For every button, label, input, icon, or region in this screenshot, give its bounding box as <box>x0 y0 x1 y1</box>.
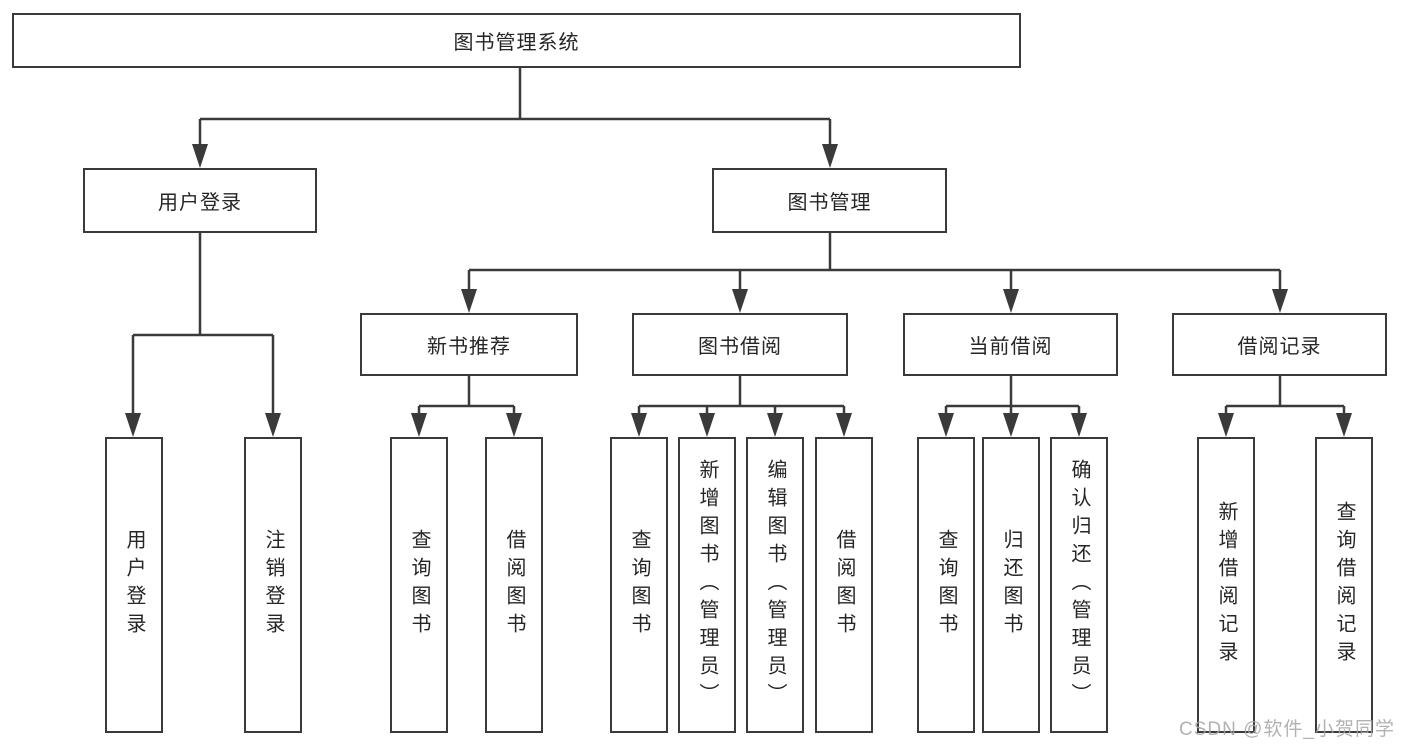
arrowhead <box>938 413 954 437</box>
connector-user-login-to-leaves <box>125 233 281 437</box>
node-book-management-label: 图书管理 <box>787 192 872 214</box>
node-borrowing-records-label: 借阅记录 <box>1237 336 1322 358</box>
leaf-borrowing-edit-books-admin-label: 编辑图书（管理员） <box>764 459 786 711</box>
csdn-watermark: CSDN @软件_小贺同学 <box>1179 719 1395 740</box>
arrowhead <box>767 413 783 437</box>
arrowhead <box>192 144 208 168</box>
arrowhead <box>699 413 715 437</box>
connector-records-to-leaves <box>1218 376 1352 437</box>
leaf-borrowing-query-books: 查询图书 <box>610 437 668 733</box>
connector-book-borrow-to-leaves <box>631 376 852 437</box>
leaf-borrowing-add-books-admin: 新增图书（管理员） <box>678 437 736 733</box>
arrowhead <box>836 413 852 437</box>
node-new-book-recommend-label: 新书推荐 <box>427 336 511 358</box>
node-user-login: 用户登录 <box>83 168 317 233</box>
arrowhead <box>1336 413 1352 437</box>
arrowhead <box>506 413 522 437</box>
arrowhead <box>461 289 477 313</box>
arrowhead <box>1272 289 1288 313</box>
node-new-book-recommend: 新书推荐 <box>360 313 578 376</box>
leaf-user-login-label: 用户登录 <box>123 529 145 641</box>
node-book-borrowing-label: 图书借阅 <box>698 336 782 358</box>
leaf-current-return-books-label: 归还图书 <box>1000 529 1022 641</box>
leaf-borrowing-borrow-books: 借阅图书 <box>815 437 873 733</box>
leaf-current-confirm-return-admin-label: 确认归还（管理员） <box>1068 459 1090 711</box>
node-root-system: 图书管理系统 <box>12 13 1021 68</box>
node-borrowing-records: 借阅记录 <box>1172 313 1387 376</box>
arrowhead <box>125 413 141 437</box>
leaf-current-confirm-return-admin: 确认归还（管理员） <box>1050 437 1108 733</box>
node-root-label: 图书管理系统 <box>453 32 580 54</box>
arrowhead <box>1071 413 1087 437</box>
leaf-borrowing-query-books-label: 查询图书 <box>628 529 650 641</box>
node-book-management: 图书管理 <box>712 168 947 233</box>
arrowhead <box>631 413 647 437</box>
connector-current-borrow-to-leaves <box>938 376 1087 437</box>
leaf-records-query-record-label: 查询借阅记录 <box>1333 501 1355 669</box>
leaf-user-login: 用户登录 <box>105 437 163 733</box>
arrowhead <box>1218 413 1234 437</box>
leaf-newbook-borrow-books-label: 借阅图书 <box>503 529 525 641</box>
leaf-current-return-books: 归还图书 <box>982 437 1040 733</box>
leaf-borrowing-edit-books-admin: 编辑图书（管理员） <box>746 437 804 733</box>
arrowhead <box>732 289 748 313</box>
leaf-current-query-books-label: 查询图书 <box>935 529 957 641</box>
node-book-borrowing: 图书借阅 <box>632 313 848 376</box>
node-current-borrowing: 当前借阅 <box>903 313 1118 376</box>
leaf-newbook-borrow-books: 借阅图书 <box>485 437 543 733</box>
connector-new-book-to-leaves <box>411 376 522 437</box>
connector-book-mgmt-to-level3 <box>461 233 1288 313</box>
leaf-logout-label: 注销登录 <box>262 529 284 641</box>
leaf-newbook-query-books-label: 查询图书 <box>408 529 430 641</box>
arrowhead <box>411 413 427 437</box>
leaf-current-query-books: 查询图书 <box>917 437 975 733</box>
leaf-records-query-record: 查询借阅记录 <box>1315 437 1373 733</box>
connector-root-to-level2 <box>192 68 838 168</box>
leaf-newbook-query-books: 查询图书 <box>390 437 448 733</box>
leaf-borrowing-borrow-books-label: 借阅图书 <box>833 529 855 641</box>
leaf-records-add-record-label: 新增借阅记录 <box>1215 501 1237 669</box>
leaf-borrowing-add-books-admin-label: 新增图书（管理员） <box>696 459 718 711</box>
arrowhead <box>1003 289 1019 313</box>
arrowhead <box>822 144 838 168</box>
leaf-logout: 注销登录 <box>244 437 302 733</box>
arrowhead <box>1003 413 1019 437</box>
arrowhead <box>265 413 281 437</box>
node-current-borrowing-label: 当前借阅 <box>968 336 1053 358</box>
node-user-login-label: 用户登录 <box>158 192 242 214</box>
leaf-records-add-record: 新增借阅记录 <box>1197 437 1255 733</box>
